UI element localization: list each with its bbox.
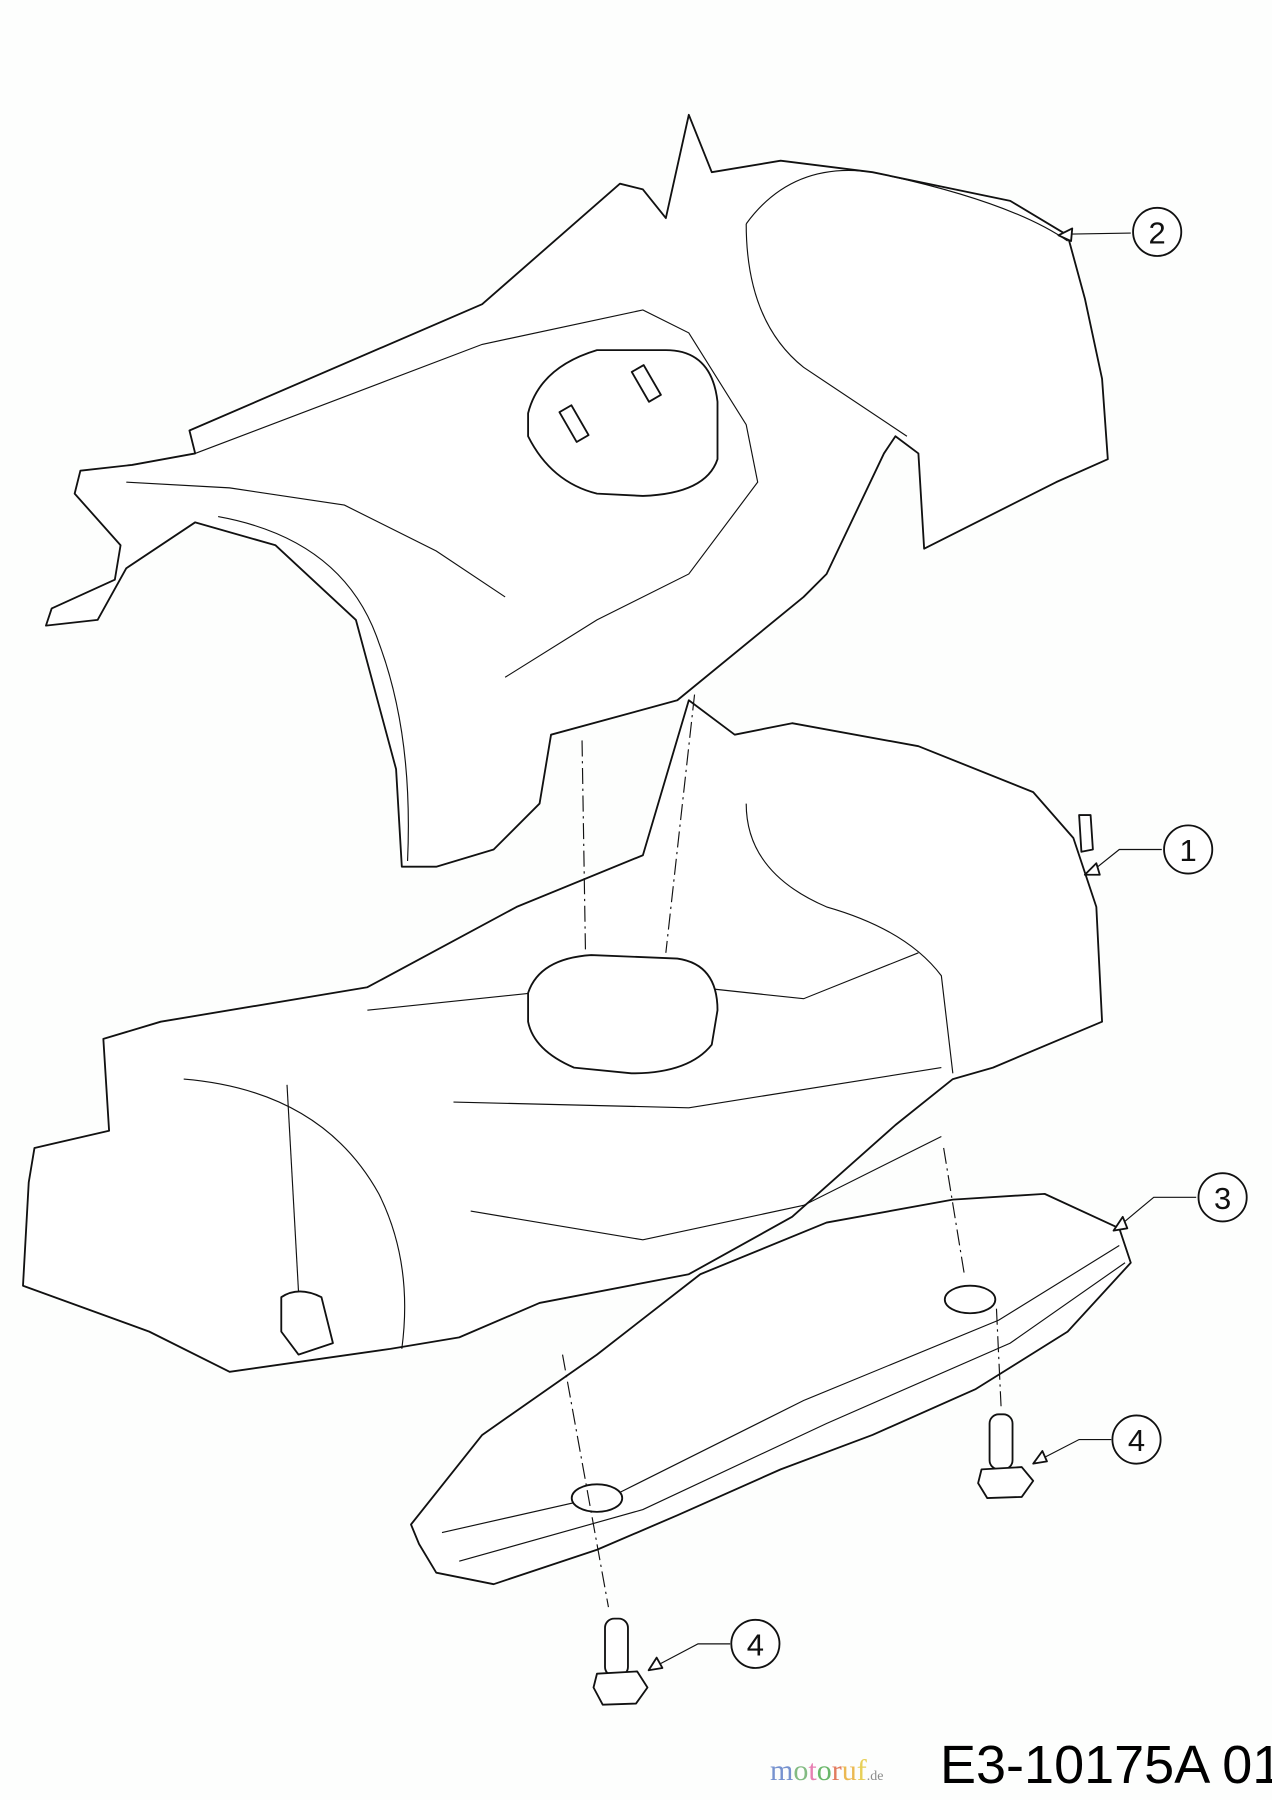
upper-cover-part bbox=[45, 113, 1109, 868]
callout-number: 2 bbox=[1149, 216, 1166, 251]
callout-number: 3 bbox=[1214, 1181, 1231, 1216]
callout-number: 4 bbox=[1128, 1423, 1145, 1458]
callout-4-right: 4 bbox=[1111, 1414, 1162, 1465]
watermark-logo: motoruf.de bbox=[770, 1754, 884, 1787]
bolt-left-part bbox=[592, 1617, 649, 1706]
callout-2: 2 bbox=[1132, 206, 1183, 257]
callout-4-left: 4 bbox=[730, 1618, 781, 1669]
front-bumper-part bbox=[410, 1192, 1132, 1586]
callout-1: 1 bbox=[1163, 824, 1214, 875]
bolt-right-part bbox=[977, 1413, 1035, 1500]
callout-number: 4 bbox=[747, 1628, 764, 1663]
drawing-code: E3-10175A 01 bbox=[940, 1735, 1272, 1795]
callout-3: 3 bbox=[1197, 1172, 1248, 1223]
callout-number: 1 bbox=[1180, 833, 1197, 868]
lower-housing-part bbox=[22, 699, 1103, 1373]
